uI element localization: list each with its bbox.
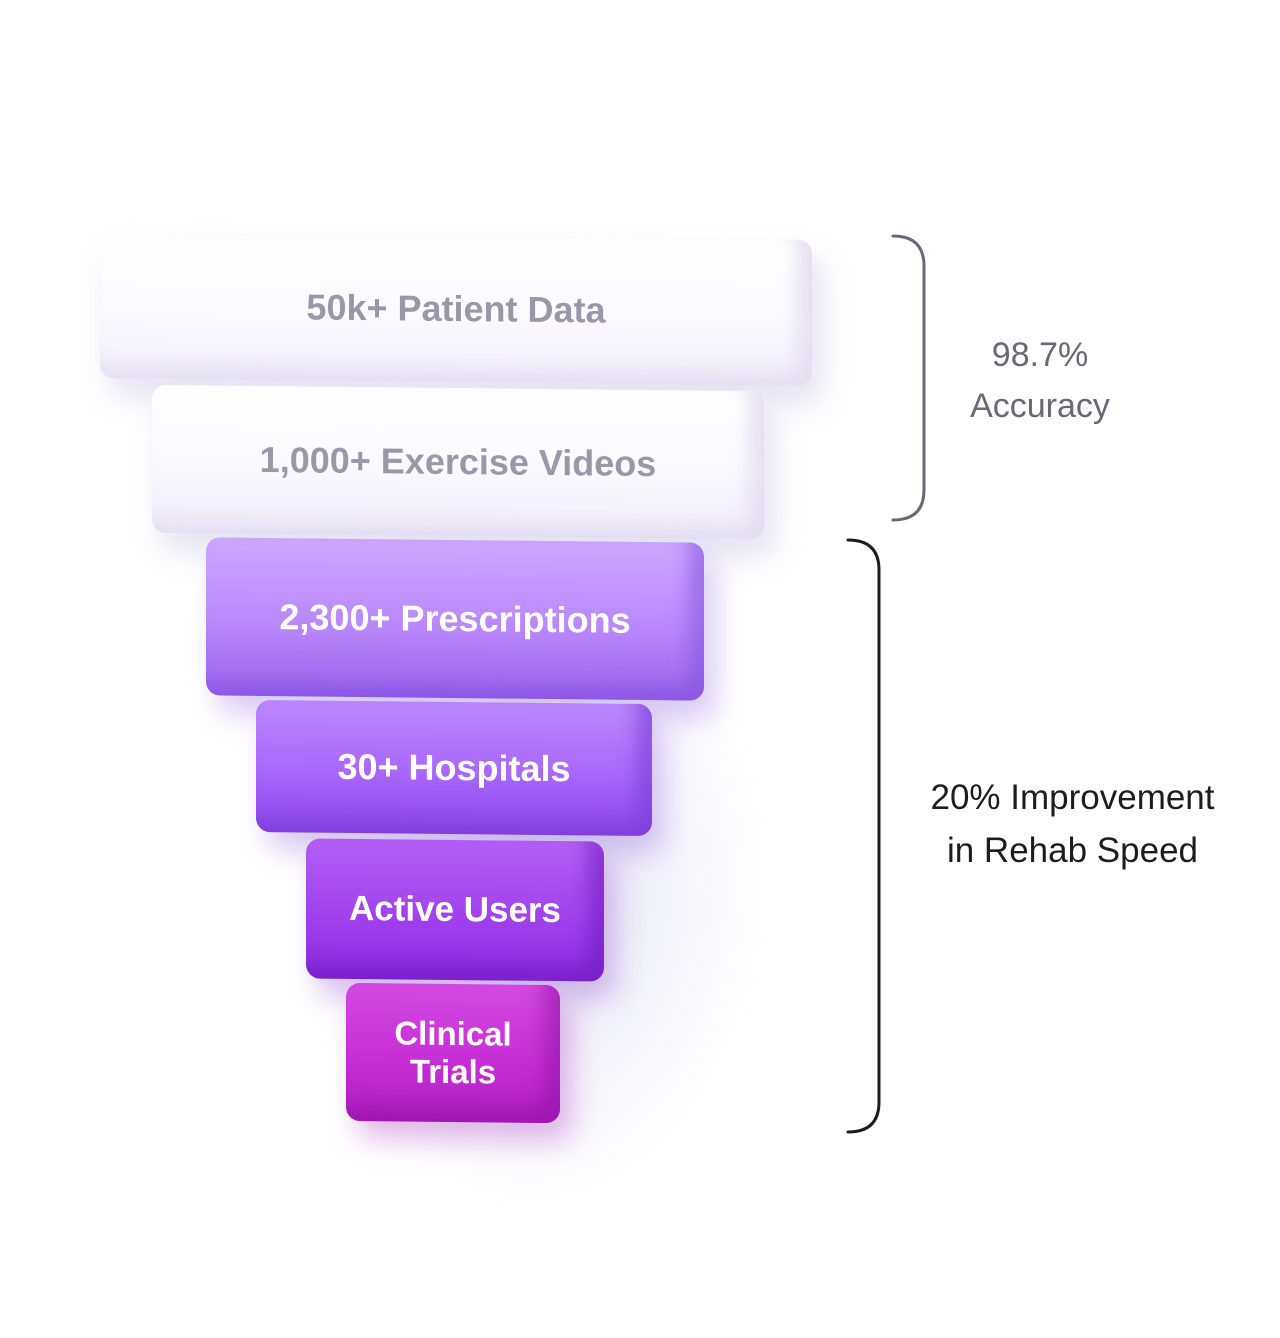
rehab-annotation: 20% Improvement in Rehab Speed: [900, 772, 1245, 877]
accuracy-label: Accuracy: [970, 387, 1110, 425]
rehab-label: in Rehab Speed: [946, 830, 1199, 870]
accuracy-brace: [891, 234, 926, 522]
accuracy-annotation: 98.7% Accuracy: [930, 330, 1150, 432]
accuracy-value: 98.7%: [991, 336, 1089, 374]
rehab-value: 20% Improvement: [930, 778, 1215, 817]
rehab-brace: [846, 538, 881, 1134]
